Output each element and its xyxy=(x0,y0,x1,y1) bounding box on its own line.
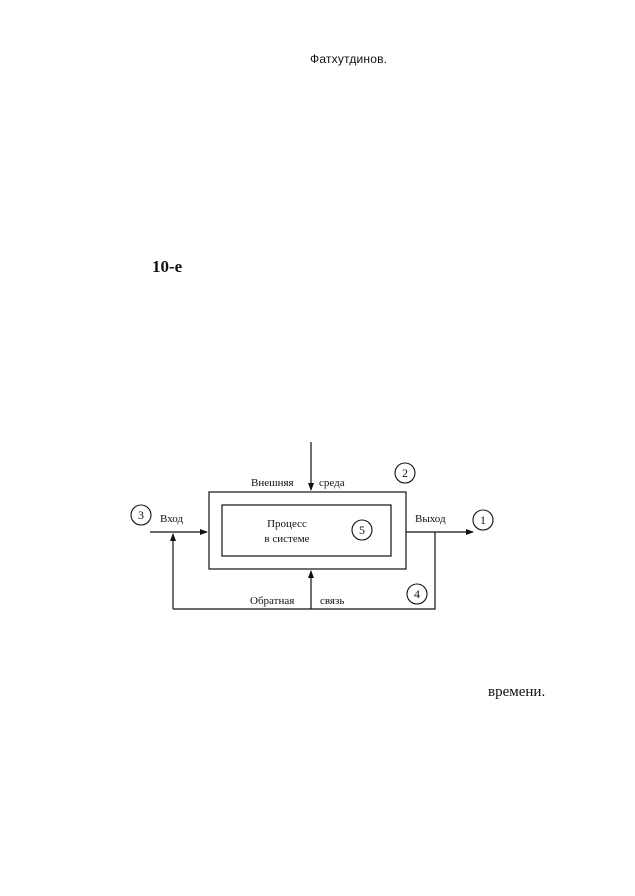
process-inner-box xyxy=(221,504,392,557)
edition-label: 10-е xyxy=(152,257,183,276)
feedback-label-2: связь xyxy=(320,595,344,607)
output-label: Выход xyxy=(415,513,446,525)
input-label: Вход xyxy=(160,513,183,525)
marker-4: 4 xyxy=(406,583,428,605)
external-env-label-2: среда xyxy=(319,477,345,489)
marker-5-label: 5 xyxy=(359,523,365,537)
marker-2-label: 2 xyxy=(402,466,408,480)
process-label-1: Процесс xyxy=(267,518,307,530)
process-label-2: в системе xyxy=(264,533,309,545)
marker-1-label: 1 xyxy=(480,513,486,527)
marker-3-label: 3 xyxy=(138,508,144,522)
marker-1: 1 xyxy=(472,509,494,531)
external-env-label-1: Внешняя xyxy=(251,477,294,489)
feedback-loop-line xyxy=(173,532,436,610)
marker-3: 3 xyxy=(130,504,152,526)
marker-5: 5 xyxy=(351,519,373,541)
marker-4-label: 4 xyxy=(414,587,420,601)
feedback-label-1: Обратная xyxy=(250,595,294,607)
marker-2: 2 xyxy=(394,462,416,484)
system-outer-box xyxy=(208,491,407,570)
author-line: Фатхутдинов. xyxy=(310,52,388,66)
trailing-word: времени. xyxy=(488,684,546,700)
